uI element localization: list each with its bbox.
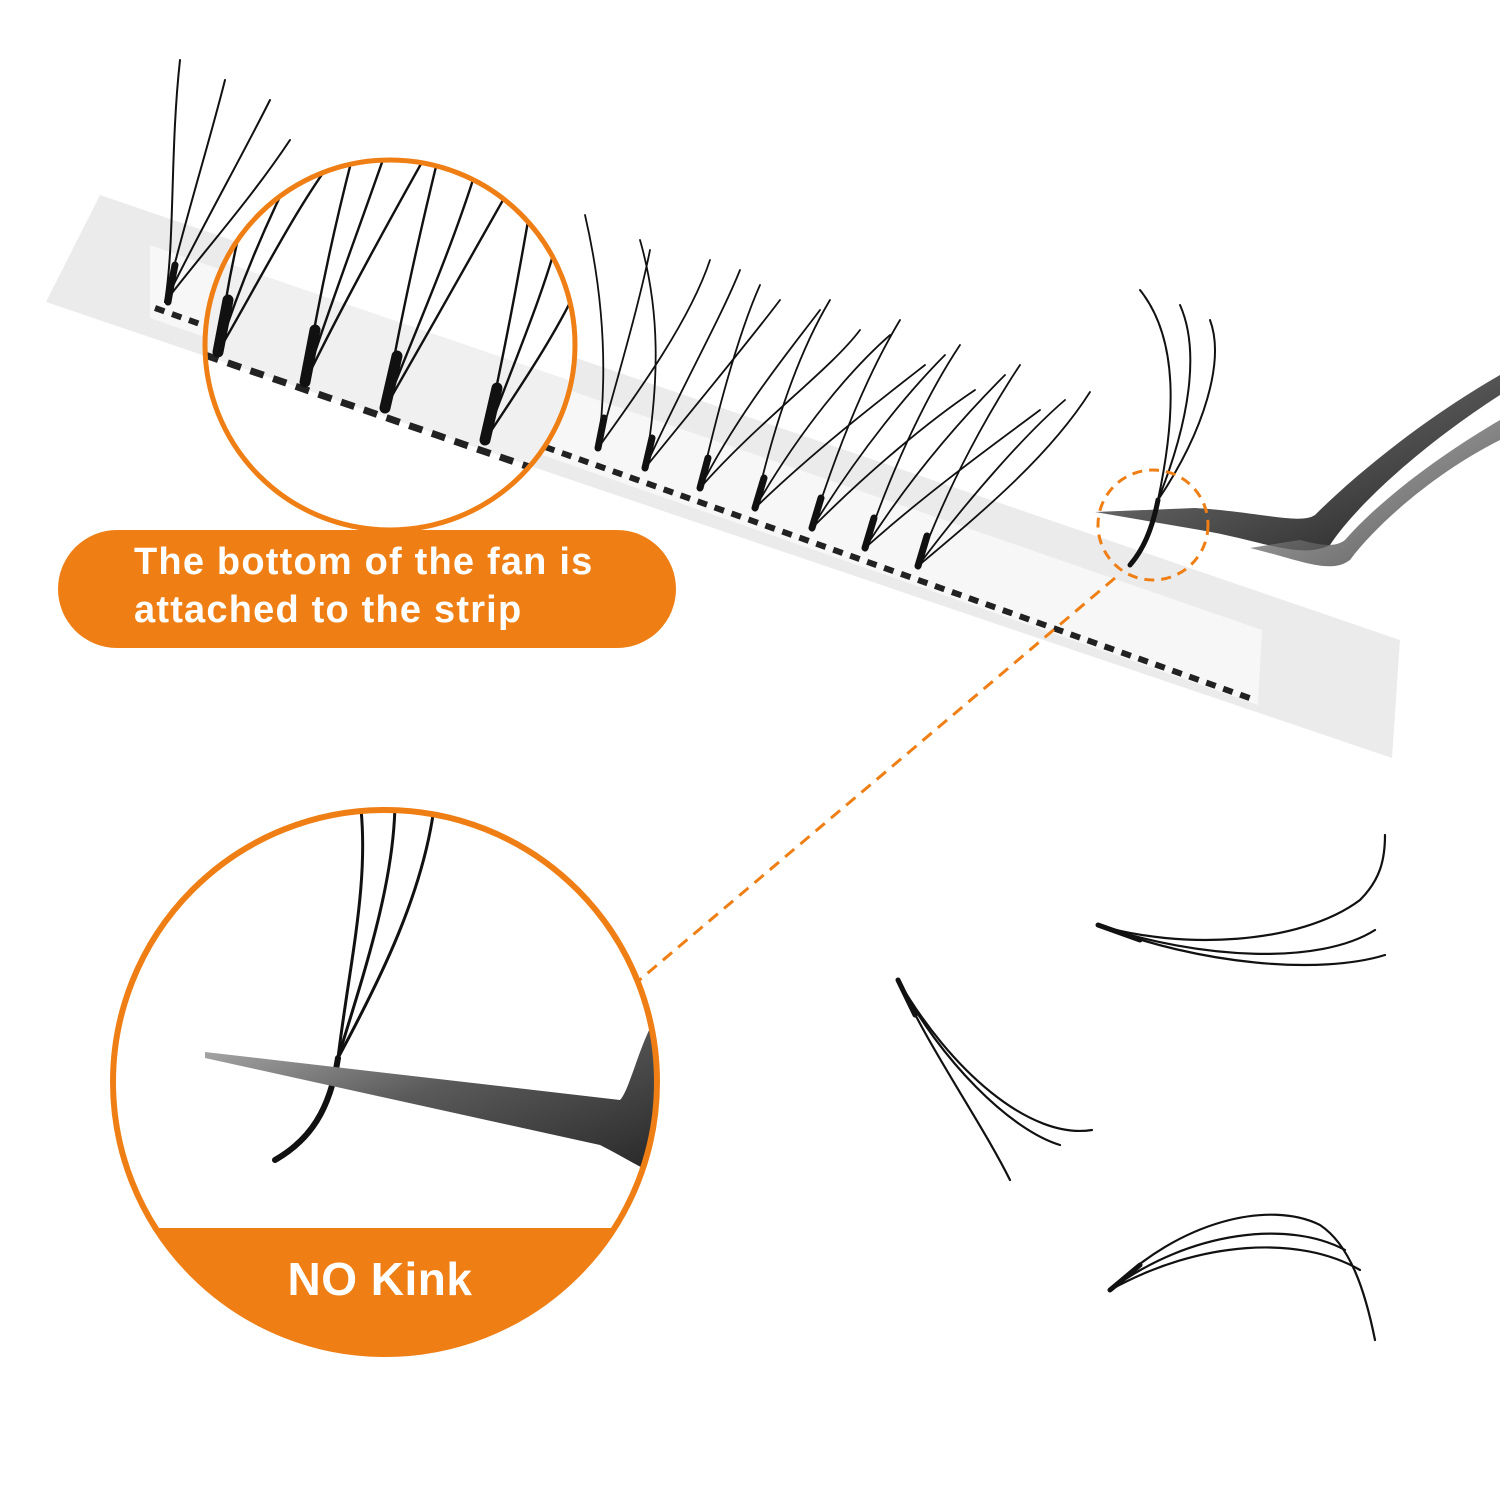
loose-fan-3 — [1107, 1213, 1377, 1342]
callout-line-1: The bottom of the fan is — [134, 541, 594, 583]
loose-fan-2 — [895, 977, 1094, 1182]
callout-pill: The bottom of the fan is attached to the… — [58, 530, 676, 648]
callout-line-2: attached to the strip — [134, 589, 523, 631]
dashed-highlight-circle — [1096, 468, 1210, 582]
loose-fan-1 — [1095, 833, 1387, 967]
dashed-connector — [629, 576, 1116, 990]
no-kink-label: NO Kink — [287, 1253, 473, 1305]
big-zoom-circle — [110, 807, 660, 1357]
lash-fans — [164, 59, 1091, 570]
tweezers — [1095, 375, 1500, 567]
